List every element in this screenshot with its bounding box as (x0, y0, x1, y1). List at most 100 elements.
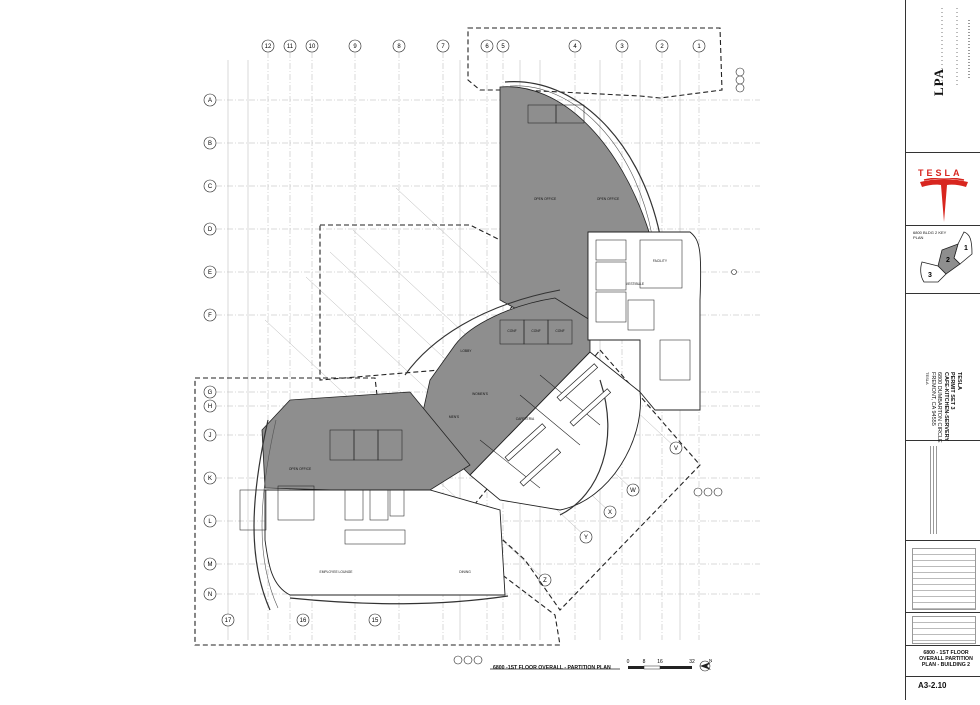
dashed-boundary-center (319, 224, 521, 381)
row-grid-G-label: G (208, 390, 213, 396)
room-label-employee-lounge: EMPLOYEE LOUNGE (320, 570, 354, 574)
column-grid-4-bubble (568, 39, 582, 53)
sheet-number: A3-2.10 (918, 681, 947, 690)
general-notes (930, 446, 938, 534)
sheet-title-line-3: PLAN - BUILDING 2 (921, 662, 971, 668)
row-grid-A-bubble (203, 93, 217, 107)
project-info: TESLA PERMIT SET 3 CAFE-KITCHEN-SERVERY … (930, 372, 962, 443)
room-label-open-office-2: OPEN OFFICE (597, 197, 620, 201)
column-grid-11-label: 11 (287, 44, 294, 50)
column-grid-8-label: 8 (397, 44, 401, 50)
bottom-grid-17-bubble (221, 613, 235, 627)
diagonal-grid-Y-label: Y (584, 535, 588, 541)
project-scope: CAFE-KITCHEN-SERVERY (943, 372, 949, 442)
facade-south (289, 595, 509, 605)
divider (906, 225, 980, 226)
row-grid-C-label: C (208, 184, 213, 190)
column-grid-2-label: 2 (660, 44, 664, 50)
room-label-conf-3: CONF (555, 329, 564, 333)
servery-counters (504, 363, 612, 487)
row-grid-H-bubble (203, 399, 217, 413)
column-grid-10-bubble (305, 39, 319, 53)
project-address: 6800 DUMBARTON CIRCLE (936, 372, 943, 443)
bottom-grid-17-label: 17 (225, 618, 232, 624)
row-grid-E-bubble (203, 265, 217, 279)
column-grid-3-label: 3 (620, 44, 624, 50)
section-callouts (453, 67, 745, 665)
column-grid-7-bubble (436, 39, 450, 53)
row-grid-N-label: N (208, 592, 212, 598)
column-grid-5-bubble (496, 39, 510, 53)
facade-cafeteria (559, 379, 609, 516)
revision-table (912, 548, 976, 610)
room-label-cafeteria: CAFETERIA (516, 417, 535, 421)
scale-tick-0: 0 (627, 659, 630, 665)
column-grid-4-label: 4 (573, 44, 577, 50)
room-label-conf-2: CONF (531, 329, 540, 333)
scale-tick-8: 8 (643, 659, 646, 665)
row-grid-D-label: D (208, 227, 213, 233)
diagonal-grid-Y-bubble (579, 530, 593, 544)
sheet-title-line-2: OVERALL PARTITION (919, 656, 973, 662)
diagonal-grid-V-label: V (674, 446, 678, 452)
row-grid-M-bubble (203, 557, 217, 571)
plan-title: 6800 -1ST FLOOR OVERALL - PARTITION PLAN (493, 665, 611, 671)
diagonal-grid-X-bubble (603, 505, 617, 519)
room-label-womens: WOMEN'S (472, 392, 489, 396)
row-grid-G-bubble (203, 385, 217, 399)
address-lines (941, 8, 943, 88)
bottom-grid-16-label: 16 (300, 618, 307, 624)
row-grid-K-bubble (203, 471, 217, 485)
row-grid-F-bubble (203, 308, 217, 322)
sheet-title-line-1: 6800 - 1ST FLOOR (923, 650, 969, 656)
cafeteria-wedge (469, 351, 641, 511)
column-grid-1-label: 1 (697, 44, 701, 50)
row-grid-J-bubble (203, 428, 217, 442)
issue-table (912, 616, 976, 644)
column-grid-9-bubble (348, 39, 362, 53)
column-grid-6-label: 6 (485, 44, 489, 50)
row-grid-M-label: M (208, 562, 213, 568)
row-grid-L-label: L (208, 519, 212, 525)
key-plan-label: 6800 BLDG 2 KEY PLAN (913, 230, 947, 240)
room-label-lobby: LOBBY (461, 349, 473, 353)
column-grid-3-bubble (615, 39, 629, 53)
diagonal-grid-V-bubble (669, 441, 683, 455)
sheet-title: 6800 - 1ST FLOOR OVERALL PARTITION PLAN … (914, 650, 978, 668)
divider (906, 612, 980, 613)
room-label-facility: FACILITY (653, 259, 668, 263)
facade-west (253, 419, 271, 611)
facade-north (504, 81, 661, 236)
room-label-open-office-1: OPEN OFFICE (534, 197, 557, 201)
project-name: TESLA (956, 372, 962, 391)
row-grid-D-bubble (203, 222, 217, 236)
key-plan-number-2: 2 (946, 257, 950, 264)
column-grid-7-label: 7 (441, 44, 445, 50)
row-grid-E-label: E (208, 270, 212, 276)
room-partitions (239, 104, 691, 545)
diagonal-grid-Z-label: Z (543, 578, 547, 584)
row-grid-B-label: B (208, 141, 212, 147)
scale-tick-32: 32 (689, 659, 695, 665)
column-grid-1-bubble (692, 39, 706, 53)
divider (906, 152, 980, 153)
lounge-area (264, 489, 506, 596)
divider (906, 293, 980, 294)
address-lines-3 (968, 20, 970, 80)
column-grid-6-bubble (480, 39, 494, 53)
diagonal-grid-Z-bubble (538, 573, 552, 587)
row-grid-A-label: A (208, 98, 212, 104)
column-grid-12-label: 12 (265, 44, 272, 50)
column-grid-2-bubble (655, 39, 669, 53)
column-grid-10-label: 10 (309, 44, 316, 50)
row-grid-N-bubble (203, 587, 217, 601)
key-plan-number-1: 1 (964, 245, 968, 252)
bottom-grid-15-label: 15 (372, 618, 379, 624)
project-set: PERMIT SET 3 (949, 372, 956, 410)
row-grid-J-label: J (209, 433, 212, 439)
title-block (905, 0, 980, 700)
room-label-conf-1: CONF (507, 329, 516, 333)
row-grid-L-bubble (203, 514, 217, 528)
